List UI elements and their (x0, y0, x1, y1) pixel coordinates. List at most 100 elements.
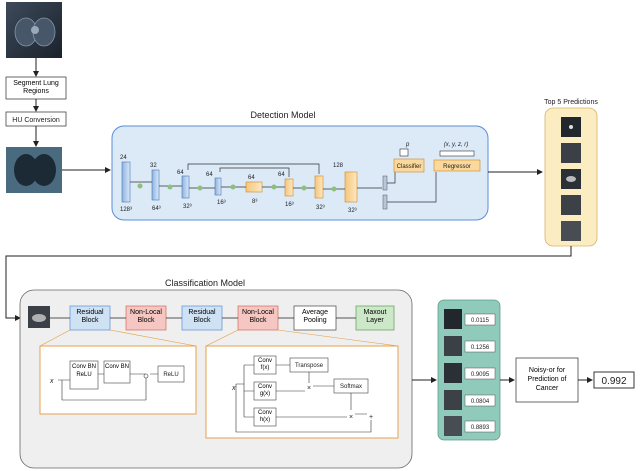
add-icon: + (369, 414, 373, 421)
average-pooling-label: Average Pooling (302, 309, 328, 324)
ct-scan-image (6, 2, 62, 58)
residual-detail-panel: x Conv BN ReLU Conv BN ReLU (39, 345, 197, 415)
conv-g-label: Conv g(x) (257, 384, 272, 397)
channel-label: 64 (248, 175, 255, 181)
residual-block-2: Residual Block (181, 305, 223, 331)
candidate-thumbnail (444, 363, 462, 383)
vector-icon (439, 150, 475, 157)
network-block-3 (181, 175, 190, 199)
regressor-label: Regressor (443, 164, 471, 170)
resolution-label: 16³ (285, 202, 294, 208)
nonlocal-input-label: x (231, 385, 236, 392)
candidate-thumbnail (444, 309, 462, 329)
maxout-layer-label: Maxout Layer (363, 309, 387, 324)
coordinates-label: (x, y, z, r) (444, 142, 469, 148)
conv-bn-label: Conv BN (104, 364, 129, 370)
segment-lung-label: Segment Lung Regions (13, 80, 59, 95)
resolution-label: 8³ (252, 199, 257, 205)
transpose-label: Transpose (295, 363, 324, 369)
maxout-layer-block: Maxout Layer (355, 305, 395, 331)
classifier-box: Classifier (393, 158, 425, 173)
classification-panel: Residual Block Non-Local Block Residual … (19, 289, 413, 469)
residual-input-label: x (49, 378, 54, 385)
resolution-label: 64³ (152, 206, 161, 212)
scores-panel: 0.0115 0.1256 0.9095 0.0804 0.8893 (437, 299, 501, 441)
nonlocal-detail-panel: x Conv f(x) Conv g(x) Conv h(x) Transpos… (205, 345, 399, 439)
channel-label: 24 (120, 155, 127, 161)
score-value: 0.0804 (471, 399, 490, 405)
candidate-thumbnail (561, 143, 581, 163)
residual-block-1-label: Residual Block (76, 309, 104, 324)
conv-bn-box: Conv BN (103, 360, 131, 384)
top5-title: Top 5 Predictions (544, 99, 598, 106)
resolution-label: 128³ (120, 207, 132, 213)
nonlocal-block-2-label: Non-Local Block (242, 309, 274, 324)
nonlocal-block-2: Non-Local Block (237, 305, 279, 331)
relu-label: ReLU (163, 372, 178, 378)
hu-conversion-label: HU Conversion (12, 117, 60, 124)
resolution-label: 32³ (348, 208, 357, 214)
channel-label: 64 (278, 172, 285, 178)
conv-f-box: Conv f(x) (253, 355, 277, 375)
channel-label: 128 (333, 163, 344, 169)
channel-label: 64 (206, 172, 213, 178)
regressor-box: Regressor (433, 159, 481, 172)
channel-label: 64 (177, 170, 184, 176)
softmax-box: Softmax (333, 378, 369, 394)
hu-conversion-box: HU Conversion (5, 111, 67, 127)
resolution-label: 32³ (316, 205, 325, 211)
sum-node (143, 373, 149, 379)
resolution-label: 16³ (217, 200, 226, 206)
network-block-8 (344, 171, 358, 203)
network-block-5 (245, 181, 263, 193)
score-value: 0.9095 (471, 372, 490, 378)
pool-node (331, 186, 337, 192)
residual-block-1: Residual Block (69, 305, 111, 331)
pool-node (271, 184, 277, 190)
transpose-box: Transpose (289, 357, 329, 373)
pool-node (197, 185, 203, 191)
noisy-or-label: Noisy-or for Prediction of Cancer (527, 367, 567, 392)
pool-node (301, 185, 307, 191)
conv-bn-relu-label: Conv BN ReLU (71, 364, 96, 378)
lung-mask-image (6, 147, 62, 193)
classifier-label: Classifier (397, 164, 422, 170)
nonlocal-block-1-label: Non-Local Block (130, 309, 162, 324)
top5-panel (544, 107, 598, 247)
final-score-box: 0.992 (593, 371, 635, 389)
score-value: 0.1256 (471, 345, 490, 351)
detection-model-panel: 24 32 64 64 64 64 128 128³ 64³ 32³ 16³ 8… (111, 125, 489, 221)
cube-icon (399, 148, 409, 157)
conv-f-label: Conv f(x) (257, 358, 272, 371)
network-block-7 (314, 175, 324, 199)
network-block-2 (151, 169, 160, 201)
candidate-thumbnail (561, 195, 581, 215)
average-pooling-block: Average Pooling (293, 305, 337, 331)
candidate-thumbnail (444, 416, 462, 436)
relu-box: ReLU (157, 365, 185, 383)
candidate-thumbnail (561, 221, 581, 241)
pool-node (167, 184, 173, 190)
channel-label: 32 (150, 163, 157, 169)
multiply-icon: × (307, 385, 311, 392)
conv-g-box: Conv g(x) (253, 381, 277, 401)
conv-h-box: Conv h(x) (253, 407, 277, 427)
conv-bn-relu-box: Conv BN ReLU (69, 360, 99, 390)
pool-node (137, 183, 143, 189)
resolution-label: 32³ (183, 204, 192, 210)
noisy-or-box: Noisy-or for Prediction of Cancer (515, 357, 579, 403)
final-score: 0.992 (601, 376, 626, 387)
pool-node (230, 184, 236, 190)
classification-title: Classification Model (165, 278, 245, 288)
probability-label: p (405, 142, 410, 148)
score-value: 0.8893 (471, 425, 490, 431)
network-block-4 (214, 177, 222, 196)
network-block-6 (284, 178, 294, 197)
segment-lung-box: Segment Lung Regions (5, 76, 67, 100)
score-value: 0.0115 (471, 318, 490, 324)
residual-block-2-label: Residual Block (188, 309, 216, 324)
multiply-icon: × (349, 414, 353, 421)
candidate-thumbnail (444, 390, 462, 410)
softmax-label: Softmax (340, 384, 362, 390)
